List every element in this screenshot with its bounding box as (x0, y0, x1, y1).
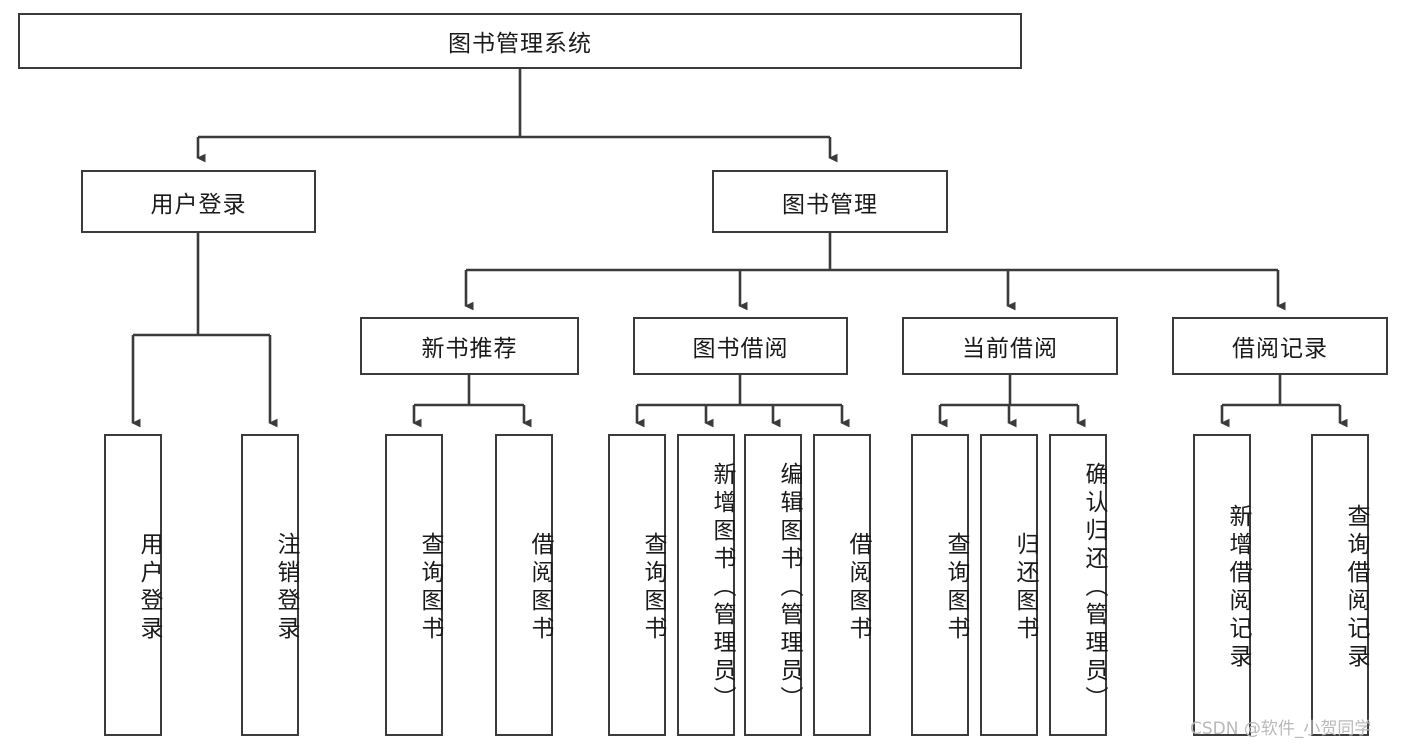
node-leaf-return-book-label: 归还图书 (1012, 532, 1038, 644)
node-root-label: 图书管理系统 (448, 31, 592, 57)
node-leaf-current-query-book-label: 查询图书 (943, 532, 969, 644)
node-leaf-lend-book[interactable]: 借阅图书 (813, 434, 871, 736)
node-leaf-recommend-query-book-label: 查询图书 (417, 532, 443, 644)
node-leaf-recommend-borrow-book[interactable]: 借阅图书 (495, 434, 553, 736)
node-leaf-confirm-return[interactable]: 确认归还（管理员） (1049, 434, 1107, 736)
node-leaf-user-login-label: 用户登录 (136, 532, 162, 644)
node-book-borrow-label: 图书借阅 (692, 336, 789, 362)
node-current-borrow-label: 当前借阅 (962, 336, 1058, 362)
node-leaf-query-borrow-record[interactable]: 查询借阅记录 (1311, 434, 1369, 736)
node-leaf-edit-book-label: 编辑图书（管理员） (776, 462, 802, 714)
node-leaf-query-borrow-record-label: 查询借阅记录 (1343, 504, 1369, 672)
node-leaf-borrow-query-book-label: 查询图书 (640, 532, 666, 644)
node-borrow-record[interactable]: 借阅记录 (1172, 317, 1388, 375)
node-user-login-label: 用户登录 (150, 191, 247, 218)
node-leaf-current-query-book[interactable]: 查询图书 (911, 434, 969, 736)
csdn-watermark: CSDN @软件_小贺同学 (1190, 719, 1372, 739)
node-borrow-record-label: 借阅记录 (1232, 336, 1328, 362)
node-new-book-recommend-label: 新书推荐 (421, 336, 518, 362)
node-book-manage-label: 图书管理 (782, 191, 878, 218)
node-leaf-borrow-query-book[interactable]: 查询图书 (608, 434, 666, 736)
node-user-login[interactable]: 用户登录 (81, 170, 316, 233)
node-leaf-edit-book[interactable]: 编辑图书（管理员） (744, 434, 802, 736)
node-leaf-logout[interactable]: 注销登录 (241, 434, 299, 736)
node-leaf-logout-label: 注销登录 (273, 532, 299, 644)
node-leaf-recommend-borrow-book-label: 借阅图书 (527, 532, 553, 644)
node-book-borrow[interactable]: 图书借阅 (633, 317, 848, 375)
node-book-manage[interactable]: 图书管理 (712, 170, 948, 233)
node-leaf-user-login[interactable]: 用户登录 (104, 434, 162, 736)
node-leaf-add-book[interactable]: 新增图书（管理员） (677, 434, 735, 736)
node-leaf-return-book[interactable]: 归还图书 (980, 434, 1038, 736)
node-current-borrow[interactable]: 当前借阅 (902, 317, 1118, 375)
node-leaf-recommend-query-book[interactable]: 查询图书 (385, 434, 443, 736)
node-root[interactable]: 图书管理系统 (18, 13, 1022, 69)
node-leaf-add-book-label: 新增图书（管理员） (709, 462, 735, 714)
node-new-book-recommend[interactable]: 新书推荐 (360, 317, 579, 375)
node-leaf-add-borrow-record[interactable]: 新增借阅记录 (1193, 434, 1251, 736)
node-leaf-confirm-return-label: 确认归还（管理员） (1081, 462, 1107, 714)
node-leaf-add-borrow-record-label: 新增借阅记录 (1225, 504, 1251, 672)
node-leaf-lend-book-label: 借阅图书 (845, 532, 871, 644)
